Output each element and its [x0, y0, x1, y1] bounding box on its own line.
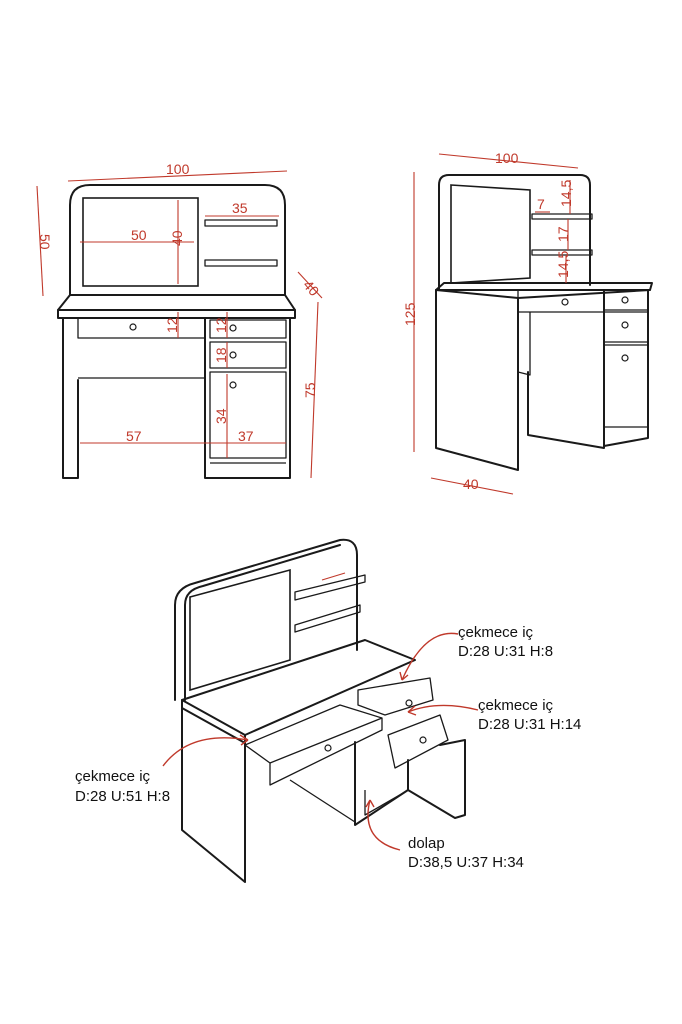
callout-cabinet-dims: D:38,5 U:37 H:34: [408, 854, 524, 871]
front-top-height-label: 50: [37, 234, 53, 250]
shelf-gap3-label: 17: [555, 226, 571, 242]
drawer2-label: 12: [213, 317, 229, 333]
shelf-bottom-front: [204, 259, 278, 267]
mirror-height-label: 40: [169, 230, 185, 246]
callout-drawer-wide-title: çekmece iç: [75, 768, 151, 785]
drawer3-label: 18: [213, 347, 229, 363]
side-depth-label: 40: [463, 476, 479, 492]
total-height-label: 125: [402, 302, 418, 326]
callout-drawer-top-title: çekmece iç: [458, 624, 534, 641]
desk-height-label: 75: [302, 382, 318, 398]
shelf-gap1-label: 7: [537, 196, 545, 212]
shelf-top-front: [204, 219, 278, 227]
side-width-label: 100: [495, 150, 519, 166]
callout-drawer-wide-dims: D:28 U:51 H:8: [75, 788, 170, 805]
front-depth-label: 40: [300, 277, 322, 299]
front-drawer-wide: [77, 317, 206, 339]
shelf-gap2-label: 14,5: [558, 180, 574, 207]
drawer4-label: 34: [213, 408, 229, 424]
callout-drawer-top-dims: D:28 U:31 H:8: [458, 643, 553, 660]
front-width-label: 100: [166, 161, 190, 177]
callout-drawer-mid-title: çekmece iç: [478, 697, 554, 714]
callout-drawer-mid-dims: D:28 U:31 H:14: [478, 716, 581, 733]
right-space-label: 37: [238, 428, 254, 444]
perspective-view: [174, 538, 466, 883]
drawer1-label: 12: [164, 317, 180, 333]
left-space-label: 57: [126, 428, 142, 444]
side-view: 100 125 7 14,5 17 14,5 40: [402, 150, 653, 495]
mirror-side: [450, 184, 531, 284]
callout-cabinet-title: dolap: [408, 835, 445, 852]
shelf-width-label: 35: [232, 200, 248, 216]
mirror-3d: [189, 568, 291, 692]
shelf-gap4-label: 14,5: [555, 251, 571, 278]
front-view: 100 50 50 40 35 40 12 12 18 34 75 57 37: [36, 161, 323, 479]
mirror-width-label: 50: [131, 227, 147, 243]
